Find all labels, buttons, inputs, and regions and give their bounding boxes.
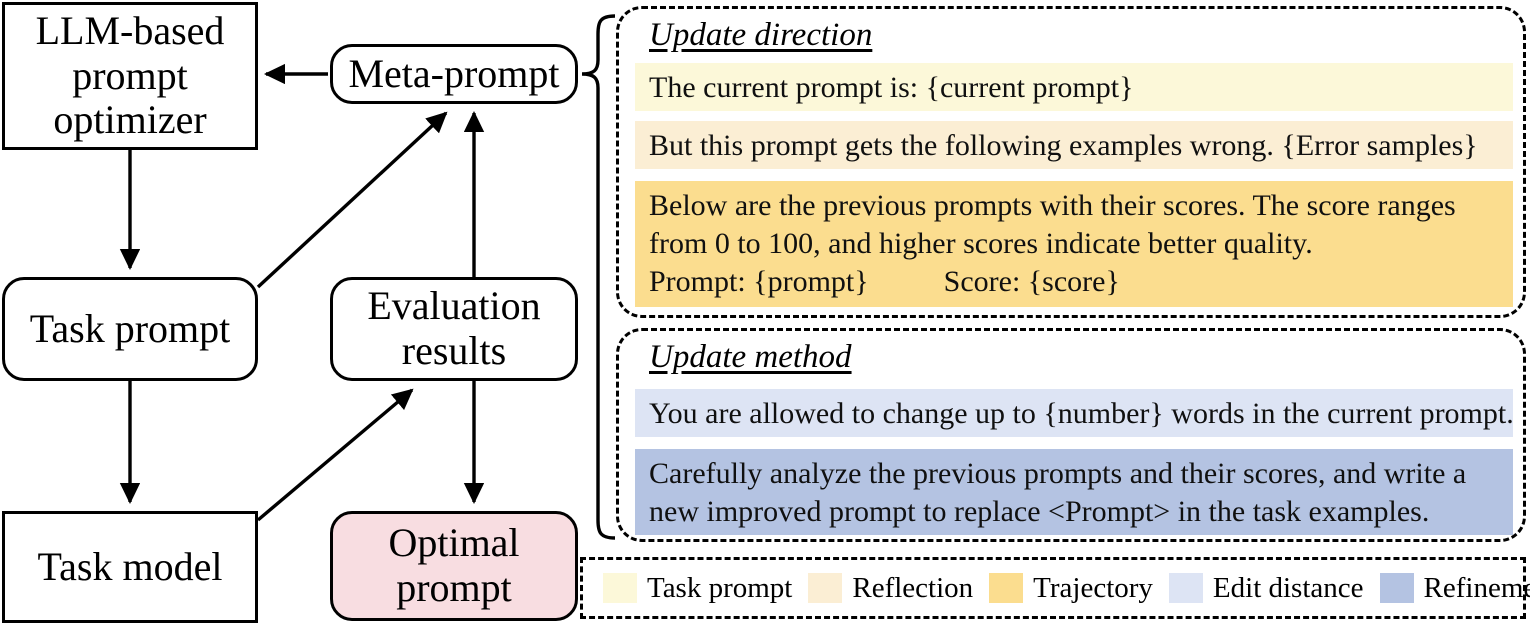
legend-swatch-icon <box>1379 573 1414 603</box>
node-label: Meta-prompt <box>348 50 560 96</box>
legend-swatch-icon <box>808 573 843 603</box>
node-label: Evaluation results <box>367 283 541 373</box>
legend-label: Reflection <box>852 571 974 604</box>
node-label: Task model <box>37 543 223 589</box>
block-line: new improved prompt to replace <Prompt> … <box>649 495 1430 529</box>
legend-panel: Task prompt Reflection Trajectory Edit d… <box>580 557 1530 619</box>
legend-label: Trajectory <box>1033 571 1153 604</box>
edge-taskmodel-to-eval <box>256 388 414 522</box>
node-label: Task prompt <box>29 305 231 351</box>
node-meta-prompt[interactable]: Meta-prompt <box>330 44 578 104</box>
panel-update-direction: Update direction The current prompt is: … <box>616 6 1526 318</box>
node-evaluation-results[interactable]: Evaluation results <box>330 277 578 381</box>
block-reflection: But this prompt gets the following examp… <box>635 121 1513 169</box>
edge-taskprompt-to-meta <box>256 111 448 289</box>
node-label: LLM-based prompt optimizer <box>35 7 225 143</box>
node-llm-based-prompt-optimizer[interactable]: LLM-based prompt optimizer <box>2 2 258 150</box>
legend-swatch-icon <box>1168 573 1203 603</box>
block-task-prompt: The current prompt is: {current prompt} <box>635 63 1513 111</box>
panel-title-update-method: Update method <box>649 339 852 375</box>
block-line-prompt-score: Prompt: {prompt} Score: {score} <box>649 265 1120 299</box>
legend-swatch-icon <box>603 573 637 603</box>
legend-label: Task prompt <box>647 571 793 604</box>
panel-update-method: Update method You are allowed to change … <box>616 328 1526 542</box>
block-line: You are allowed to change up to {number}… <box>649 397 1514 430</box>
legend-item-reflection: Reflection <box>808 573 973 603</box>
legend-item-edit-distance: Edit distance <box>1168 571 1364 604</box>
legend-row: Task prompt Reflection Trajectory Edit d… <box>583 560 1530 616</box>
block-line: But this prompt gets the following examp… <box>649 129 1478 162</box>
legend-item-task-prompt: Task prompt <box>603 573 792 603</box>
block-edit-distance: You are allowed to change up to {number}… <box>635 389 1514 437</box>
legend-item-trajectory: Trajectory <box>989 573 1153 603</box>
node-label: Optimal prompt <box>388 520 520 610</box>
block-refinement-strategy: Carefully analyze the previous prompts a… <box>635 449 1513 535</box>
block-trajectory: Below are the previous prompts with thei… <box>635 181 1513 307</box>
legend-label: Refinement strategy <box>1423 571 1530 604</box>
brace-meta-to-panels <box>581 14 616 540</box>
block-line: The current prompt is: {current prompt} <box>649 71 1134 104</box>
block-line: Below are the previous prompts with thei… <box>649 189 1456 222</box>
block-line: from 0 to 100, and higher scores indicat… <box>649 227 1313 261</box>
node-task-model[interactable]: Task model <box>2 511 258 623</box>
legend-label: Edit distance <box>1212 571 1364 604</box>
legend-item-refinement-strategy: Refinement strategy <box>1379 571 1530 604</box>
block-line: Carefully analyze the previous prompts a… <box>649 457 1467 490</box>
panel-title-update-direction: Update direction <box>649 17 873 53</box>
node-optimal-prompt[interactable]: Optimal prompt <box>330 511 578 621</box>
legend-swatch-icon <box>989 573 1024 603</box>
node-task-prompt[interactable]: Task prompt <box>2 277 258 381</box>
